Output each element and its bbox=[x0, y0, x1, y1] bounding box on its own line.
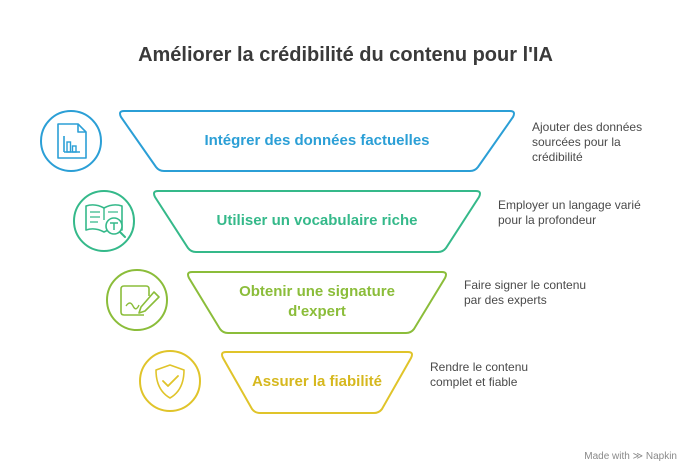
stage-3-group bbox=[106, 269, 447, 334]
chart-document-icon bbox=[40, 110, 102, 172]
stage-4-funnel-segment bbox=[221, 351, 413, 414]
stage-3-funnel-segment bbox=[187, 271, 447, 334]
stage-1-group bbox=[40, 110, 515, 172]
stage-2-group bbox=[73, 190, 481, 253]
stage-1-description: Ajouter des données sourcées pour la cré… bbox=[532, 120, 643, 164]
shield-check-icon bbox=[139, 350, 201, 412]
book-magnifier-icon bbox=[73, 190, 135, 252]
stage-3-label: Obtenir une signature d'expert bbox=[239, 283, 395, 320]
napkin-footer: Made with ≫ Napkin bbox=[584, 451, 677, 462]
document-pen-icon bbox=[106, 269, 168, 331]
stage-2-label: Utiliser un vocabulaire riche bbox=[216, 212, 418, 229]
stage-3-description: Faire signer le contenu par des experts bbox=[464, 278, 587, 307]
stage-4-label: Assurer la fiabilité bbox=[251, 373, 383, 390]
diagram-title: Améliorer la crédibilité du contenu pour… bbox=[138, 44, 553, 66]
stage-4-description: Rendre le contenu complet et fiable bbox=[430, 360, 529, 389]
stage-1-label: Intégrer des données factuelles bbox=[204, 132, 430, 149]
stage-4-group bbox=[139, 350, 413, 414]
stage-2-funnel-segment bbox=[153, 190, 481, 253]
stage-1-funnel-segment bbox=[119, 110, 515, 172]
stage-2-description: Employer un langage varié pour la profon… bbox=[498, 198, 641, 227]
